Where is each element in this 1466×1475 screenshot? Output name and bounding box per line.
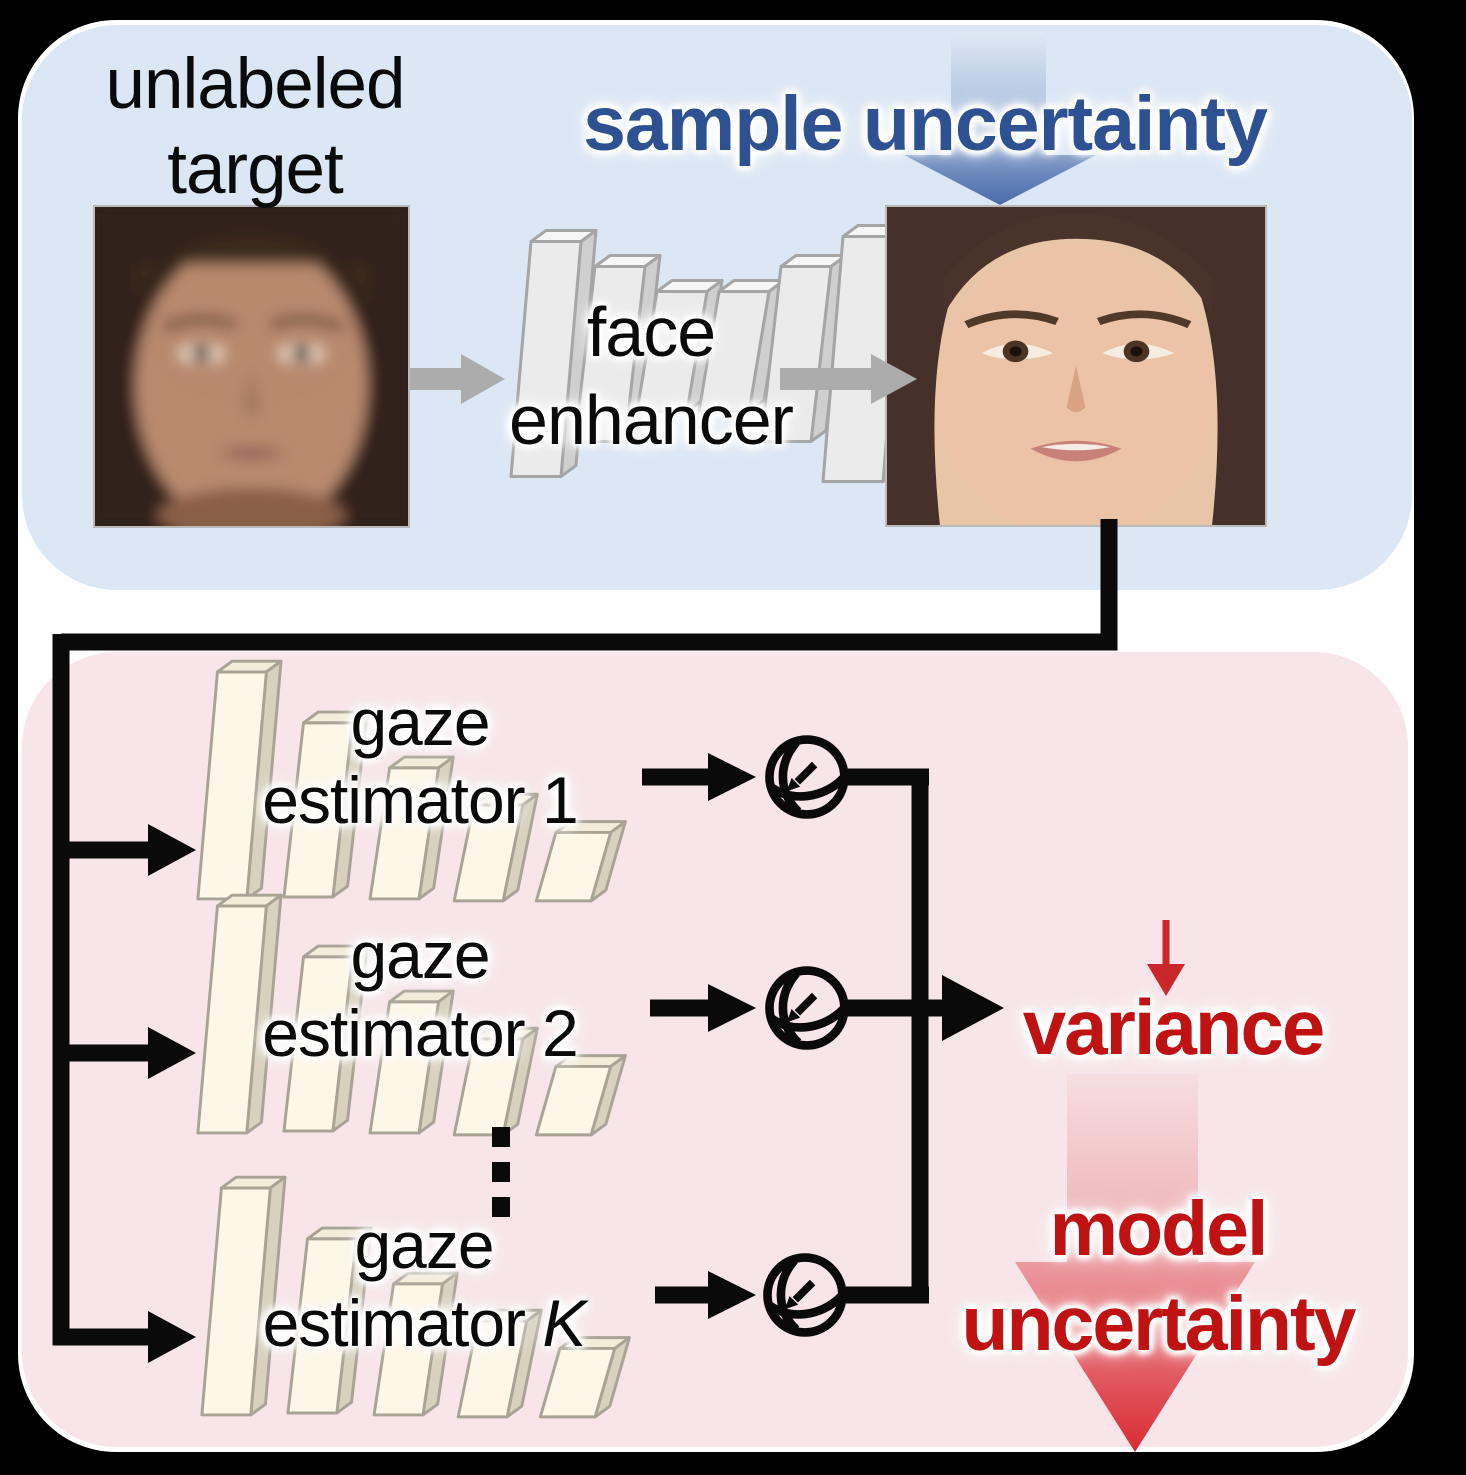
sample-uncertainty-down-arrow-icon [904,32,1096,205]
unlabeled-target-line1: unlabeled [105,45,406,124]
sample-uncertainty-label: sample uncertainty [583,81,1268,167]
gaze-direction-icon-k [755,1247,851,1343]
gaze-estimator-2-line1: gaze [350,918,490,992]
gaze-estimator-k-label: gaze estimator K [194,1206,654,1362]
variance-label: variance [1022,983,1326,1071]
vertical-ellipsis-icon [492,1127,510,1232]
unlabeled-target-caption: unlabeled target [55,42,455,212]
enhancer-to-output-arrow [780,354,917,404]
input-to-enhancer-arrow [410,354,505,404]
gaze-estimator-k-line1: gaze [354,1208,494,1282]
gaze-direction-icon-1 [757,729,853,825]
enhanced-face-image [885,205,1267,527]
gaze-estimator-k-line2: estimator K [262,1286,587,1360]
model-uncertainty-line2: uncertainty [961,1281,1356,1367]
unlabeled-target-line2: target [167,130,344,209]
face-enhancer-line2: enhancer [509,381,794,459]
face-enhancer-label: face enhancer [451,288,851,464]
model-uncertainty-down-arrow-icon [1015,1074,1255,1452]
model-uncertainty-label: model uncertainty [928,1182,1388,1372]
gaze-estimator-2-label: gaze estimator 2 [190,916,650,1072]
gaze-direction-icon-2 [757,960,853,1056]
unlabeled-face-image [93,205,410,528]
face-enhancer-line1: face [586,293,716,371]
variance-small-down-arrow-icon [1147,920,1185,996]
model-uncertainty-line1: model [1049,1186,1269,1272]
gaze-estimator-1-label: gaze estimator 1 [190,683,650,839]
gaze-estimator-2-line2: estimator 2 [262,996,578,1070]
gaze-estimator-1-line1: gaze [350,685,490,759]
gaze-estimator-1-line2: estimator 1 [262,763,578,837]
